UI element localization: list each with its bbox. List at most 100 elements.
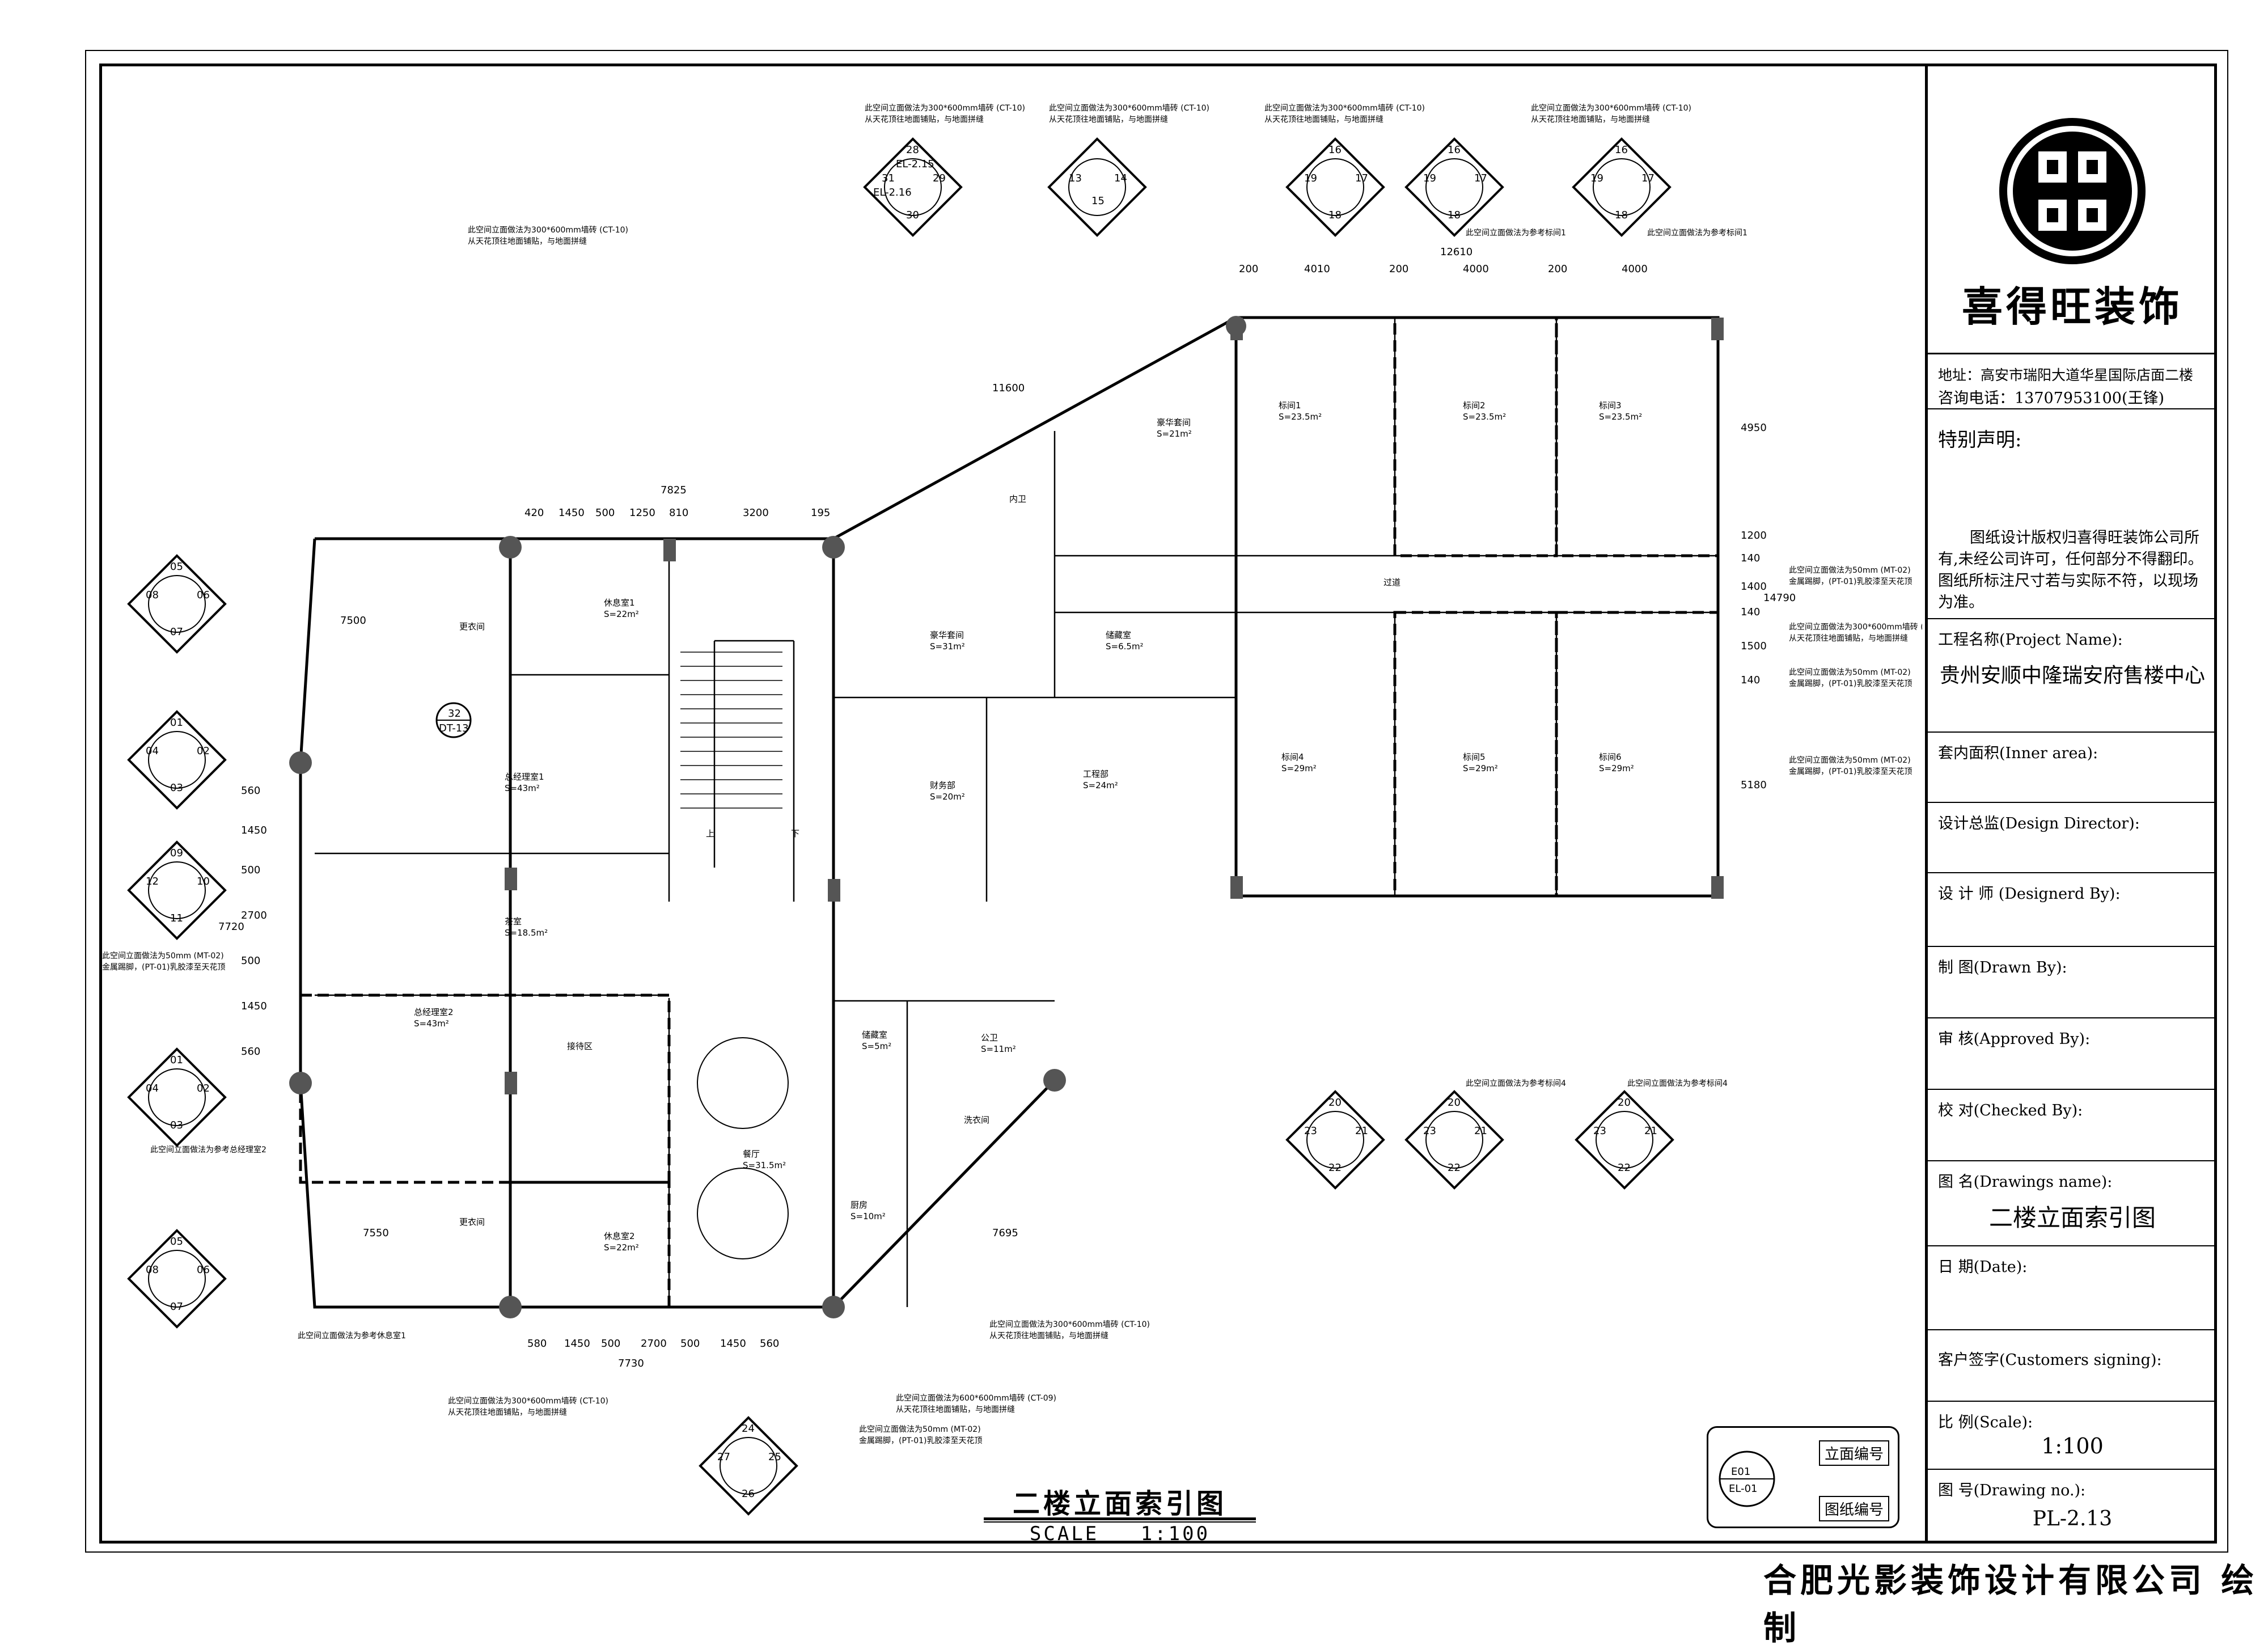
title-block-director: 设计总监(Design Director): [1928,803,2217,873]
svg-text:18: 18 [1448,209,1461,221]
plan-scale-label: SCALE [1029,1523,1099,1545]
checked-label: 校 对(Checked By): [1938,1102,2083,1119]
dim-bottom-4: 500 [680,1338,700,1350]
svg-text:07: 07 [170,1301,183,1313]
svg-text:01: 01 [170,717,183,729]
note-4: 此空间立面做法为300*600mm墙砖 (CT-10)从天花顶往地面铺贴，与地面… [1531,104,1691,124]
svg-text:03: 03 [170,782,183,794]
dim-bottom-6: 560 [760,1338,779,1350]
note-11: 此空间立面做法为300*600mm墙砖 (CT-10)从天花顶往地面铺贴，与地面… [1789,623,1922,643]
svg-text:10: 10 [197,876,210,887]
room-r6: 更衣间 [459,621,485,632]
dim-diag-left-5: 7500 [340,615,366,627]
dining-table [697,1037,789,1259]
elevation-symbol-s14: 20 23 21 22 [1575,1090,1674,1190]
plan-scale-value: 1:100 [1140,1523,1211,1545]
svg-text:02: 02 [197,745,210,757]
dim-bottom-3: 2700 [641,1338,667,1350]
credit-line: 合肥光影装饰设计有限公司 绘制 [1763,1561,2258,1647]
drawing-name-value: 二楼立面索引图 [1988,1204,2156,1232]
legend-symbol-icon: E01 EL-01 [1719,1451,1775,1507]
dim-right-4: 140 [1741,606,1760,618]
title-block-area: 套内面积(Inner area): [1928,733,2217,803]
scale-label: 比 例(Scale): [1938,1414,2033,1431]
svg-text:EL-2.15: EL-2.15 [896,158,934,170]
svg-text:21: 21 [1355,1125,1368,1137]
drawing-border-inner [99,64,2217,1544]
svg-text:20: 20 [1448,1097,1461,1109]
dim-bottom-0: 580 [527,1338,547,1350]
title-block-contact: 地址：高安市瑞阳大道华星国际店面二楼 咨询电话：13707953100(王锋) [1928,353,2217,409]
dim-left-7: 7720 [218,921,244,933]
dim-right-5: 1500 [1741,640,1767,652]
note-14: 此空间立面做法为50mm (MT-02)金属踢脚，(PT-01)乳胶漆至天花顶 [102,952,226,972]
dim-right-0: 4950 [1741,422,1767,434]
svg-text:09: 09 [170,847,183,859]
svg-text:04: 04 [146,1083,159,1094]
dim-right-6: 140 [1741,674,1760,686]
legend-code-bottom: EL-01 [1729,1483,1757,1495]
dim-top-right-0: 200 [1239,263,1258,275]
svg-text:14: 14 [1114,172,1127,184]
title-block-drawn: 制 图(Drawn By): [1928,947,2217,1018]
number-value: PL-2.13 [2032,1507,2113,1530]
company-address: 地址：高安市瑞阳大道华星国际店面二楼 [1938,367,2194,383]
room-r26: 内卫 [1009,494,1026,504]
note-5: 此空间立面做法为300*600mm墙砖 (CT-10)从天花顶往地面铺贴，与地面… [468,226,628,246]
svg-text:08: 08 [146,1264,159,1276]
room-r11: 更衣间 [459,1217,485,1227]
plan-scale: SCALE 1:100 [984,1523,1256,1545]
note-8: 此空间立面做法为参考标间4 [1466,1079,1566,1088]
dim-top-left-0: 420 [524,507,544,519]
elevation-symbol-s3: 16 19 17 18 [1285,137,1385,237]
title-block-checked: 校 对(Checked By): [1928,1090,2217,1161]
dashed-highlight-zones [299,316,1720,1309]
svg-text:18: 18 [1615,209,1628,221]
title-block: 喜得旺装饰 地址：高安市瑞阳大道华星国际店面二楼 咨询电话：1370795310… [1925,64,2217,1544]
svg-text:11: 11 [170,912,183,924]
svg-text:20: 20 [1618,1097,1631,1109]
title-block-scale: 比 例(Scale): 1:100 [1928,1402,2217,1470]
area-label: 套内面积(Inner area): [1938,745,2098,762]
room-r24: 洗衣间 [964,1115,989,1125]
dim-top-right-2: 200 [1389,263,1408,275]
svg-text:02: 02 [197,1083,210,1094]
room-r27: 上 [706,828,714,839]
dimension-labels: 200 4010 200 4000 200 4000 12610 420 145… [218,246,1796,1369]
dim-right-3: 1400 [1741,581,1767,593]
title-block-customer: 客户签字(Customers signing): [1928,1330,2217,1402]
company-name: 喜得旺装饰 [1961,283,2183,331]
dim-left-5: 1450 [241,1000,267,1012]
designer-label: 设 计 师 (Designerd By): [1938,885,2121,903]
svg-text:30: 30 [906,209,919,221]
dim-bottom-5: 1450 [720,1338,746,1350]
title-block-logo-area: 喜得旺装饰 [1928,64,2217,354]
legend-label-elevation: 立面编号 [1819,1440,1890,1466]
svg-text:EL-2.16: EL-2.16 [873,187,912,198]
notice-text: 图纸设计版权归喜得旺装饰公司所有,未经公司许可，任何部分不得翻印。图纸所标注尺寸… [1938,529,2203,611]
svg-text:20: 20 [1328,1097,1342,1109]
svg-text:19: 19 [1304,172,1317,184]
svg-text:29: 29 [933,172,946,184]
title-block-designer: 设 计 师 (Designerd By): [1928,873,2217,947]
svg-text:22: 22 [1328,1162,1342,1174]
title-block-project: 工程名称(Project Name): 贵州安顺中隆瑞安府售楼中心 [1928,619,2217,733]
dim-left-0: 560 [241,785,260,797]
svg-text:21: 21 [1474,1125,1487,1137]
svg-text:19: 19 [1590,172,1603,184]
svg-text:DT-13: DT-13 [439,722,469,734]
svg-text:25: 25 [768,1451,781,1463]
elevation-symbol-s1: 28 31 29 30 EL-2.15 EL-2.16 [863,137,963,237]
elevation-symbol-s6: 05 08 06 07 [127,554,227,654]
note-1: 此空间立面做法为300*600mm墙砖 (CT-10)从天花顶往地面铺贴，与地面… [865,104,1025,124]
svg-text:15: 15 [1091,195,1105,207]
dim-left-4: 500 [241,955,260,967]
dim-diag-bottom-left-5: 7550 [363,1227,389,1239]
svg-text:26: 26 [742,1488,755,1500]
